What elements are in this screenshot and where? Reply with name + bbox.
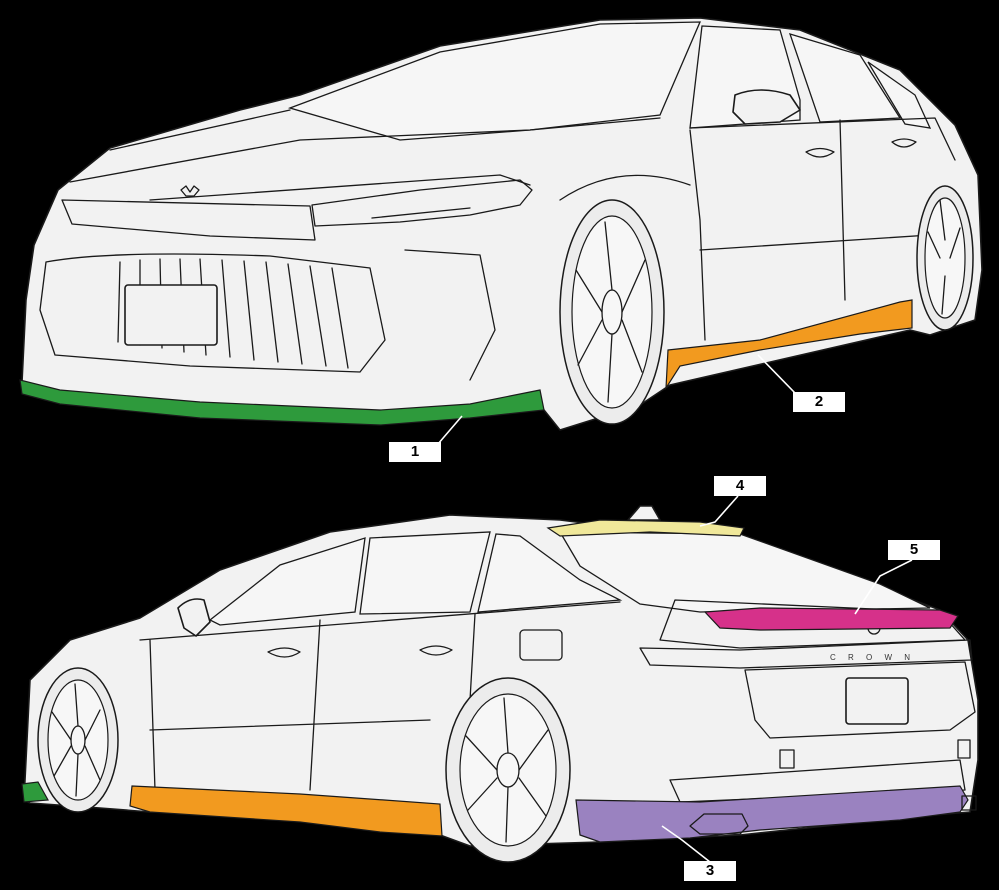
roof-spoiler xyxy=(546,519,745,537)
front-lower-grille xyxy=(39,253,386,373)
front-lip-spoiler xyxy=(19,379,545,426)
side-skirt-rear-view xyxy=(129,785,443,837)
front-side-window-3 xyxy=(867,61,932,129)
rear-view-rear-wheel xyxy=(445,677,571,863)
part-label-1: 1 xyxy=(389,442,441,462)
rear-view-car: C R O W N xyxy=(21,505,979,863)
trunk-spoiler xyxy=(703,607,959,631)
rear-diffuser xyxy=(575,785,969,843)
rear-license-plate xyxy=(845,677,909,725)
front-side-skirt xyxy=(665,299,913,391)
leader-line-3 xyxy=(661,825,711,863)
front-emblem-icon xyxy=(180,185,200,197)
front-door-handle-1 xyxy=(805,147,835,158)
front-side-window-2 xyxy=(788,33,902,123)
front-headlight xyxy=(311,179,533,227)
part-label-2: 2 xyxy=(793,392,845,412)
rear-door-handle-2 xyxy=(419,645,453,656)
front-view-rear-wheel xyxy=(916,185,974,331)
part-label-4: 4 xyxy=(714,476,766,496)
front-view-car xyxy=(19,17,983,431)
rear-crown-badge: C R O W N xyxy=(830,653,915,662)
front-lip-spoiler-rear-view xyxy=(21,781,49,803)
rear-side-mirror xyxy=(177,598,211,637)
front-windshield xyxy=(287,21,701,141)
rear-side-window-2 xyxy=(359,531,491,615)
leader-line-5 xyxy=(854,559,913,615)
part-label-3: 3 xyxy=(684,861,736,881)
part-label-5: 5 xyxy=(888,540,940,560)
exhaust-tip xyxy=(689,813,749,835)
front-license-plate xyxy=(124,284,218,346)
rear-side-window-3 xyxy=(477,533,623,613)
front-view-front-wheel xyxy=(559,199,665,425)
rear-door-handle-1 xyxy=(267,647,301,658)
leader-line-4 xyxy=(699,495,739,527)
front-upper-grille xyxy=(61,199,316,241)
fuel-door xyxy=(519,629,563,661)
rear-view-front-wheel xyxy=(37,667,119,813)
front-door-line xyxy=(689,129,706,341)
front-door-handle-2 xyxy=(891,138,917,148)
shark-fin-antenna xyxy=(627,505,661,521)
rear-side-window-1 xyxy=(208,537,366,626)
rear-tail-light xyxy=(639,639,973,669)
front-side-mirror xyxy=(732,89,801,125)
